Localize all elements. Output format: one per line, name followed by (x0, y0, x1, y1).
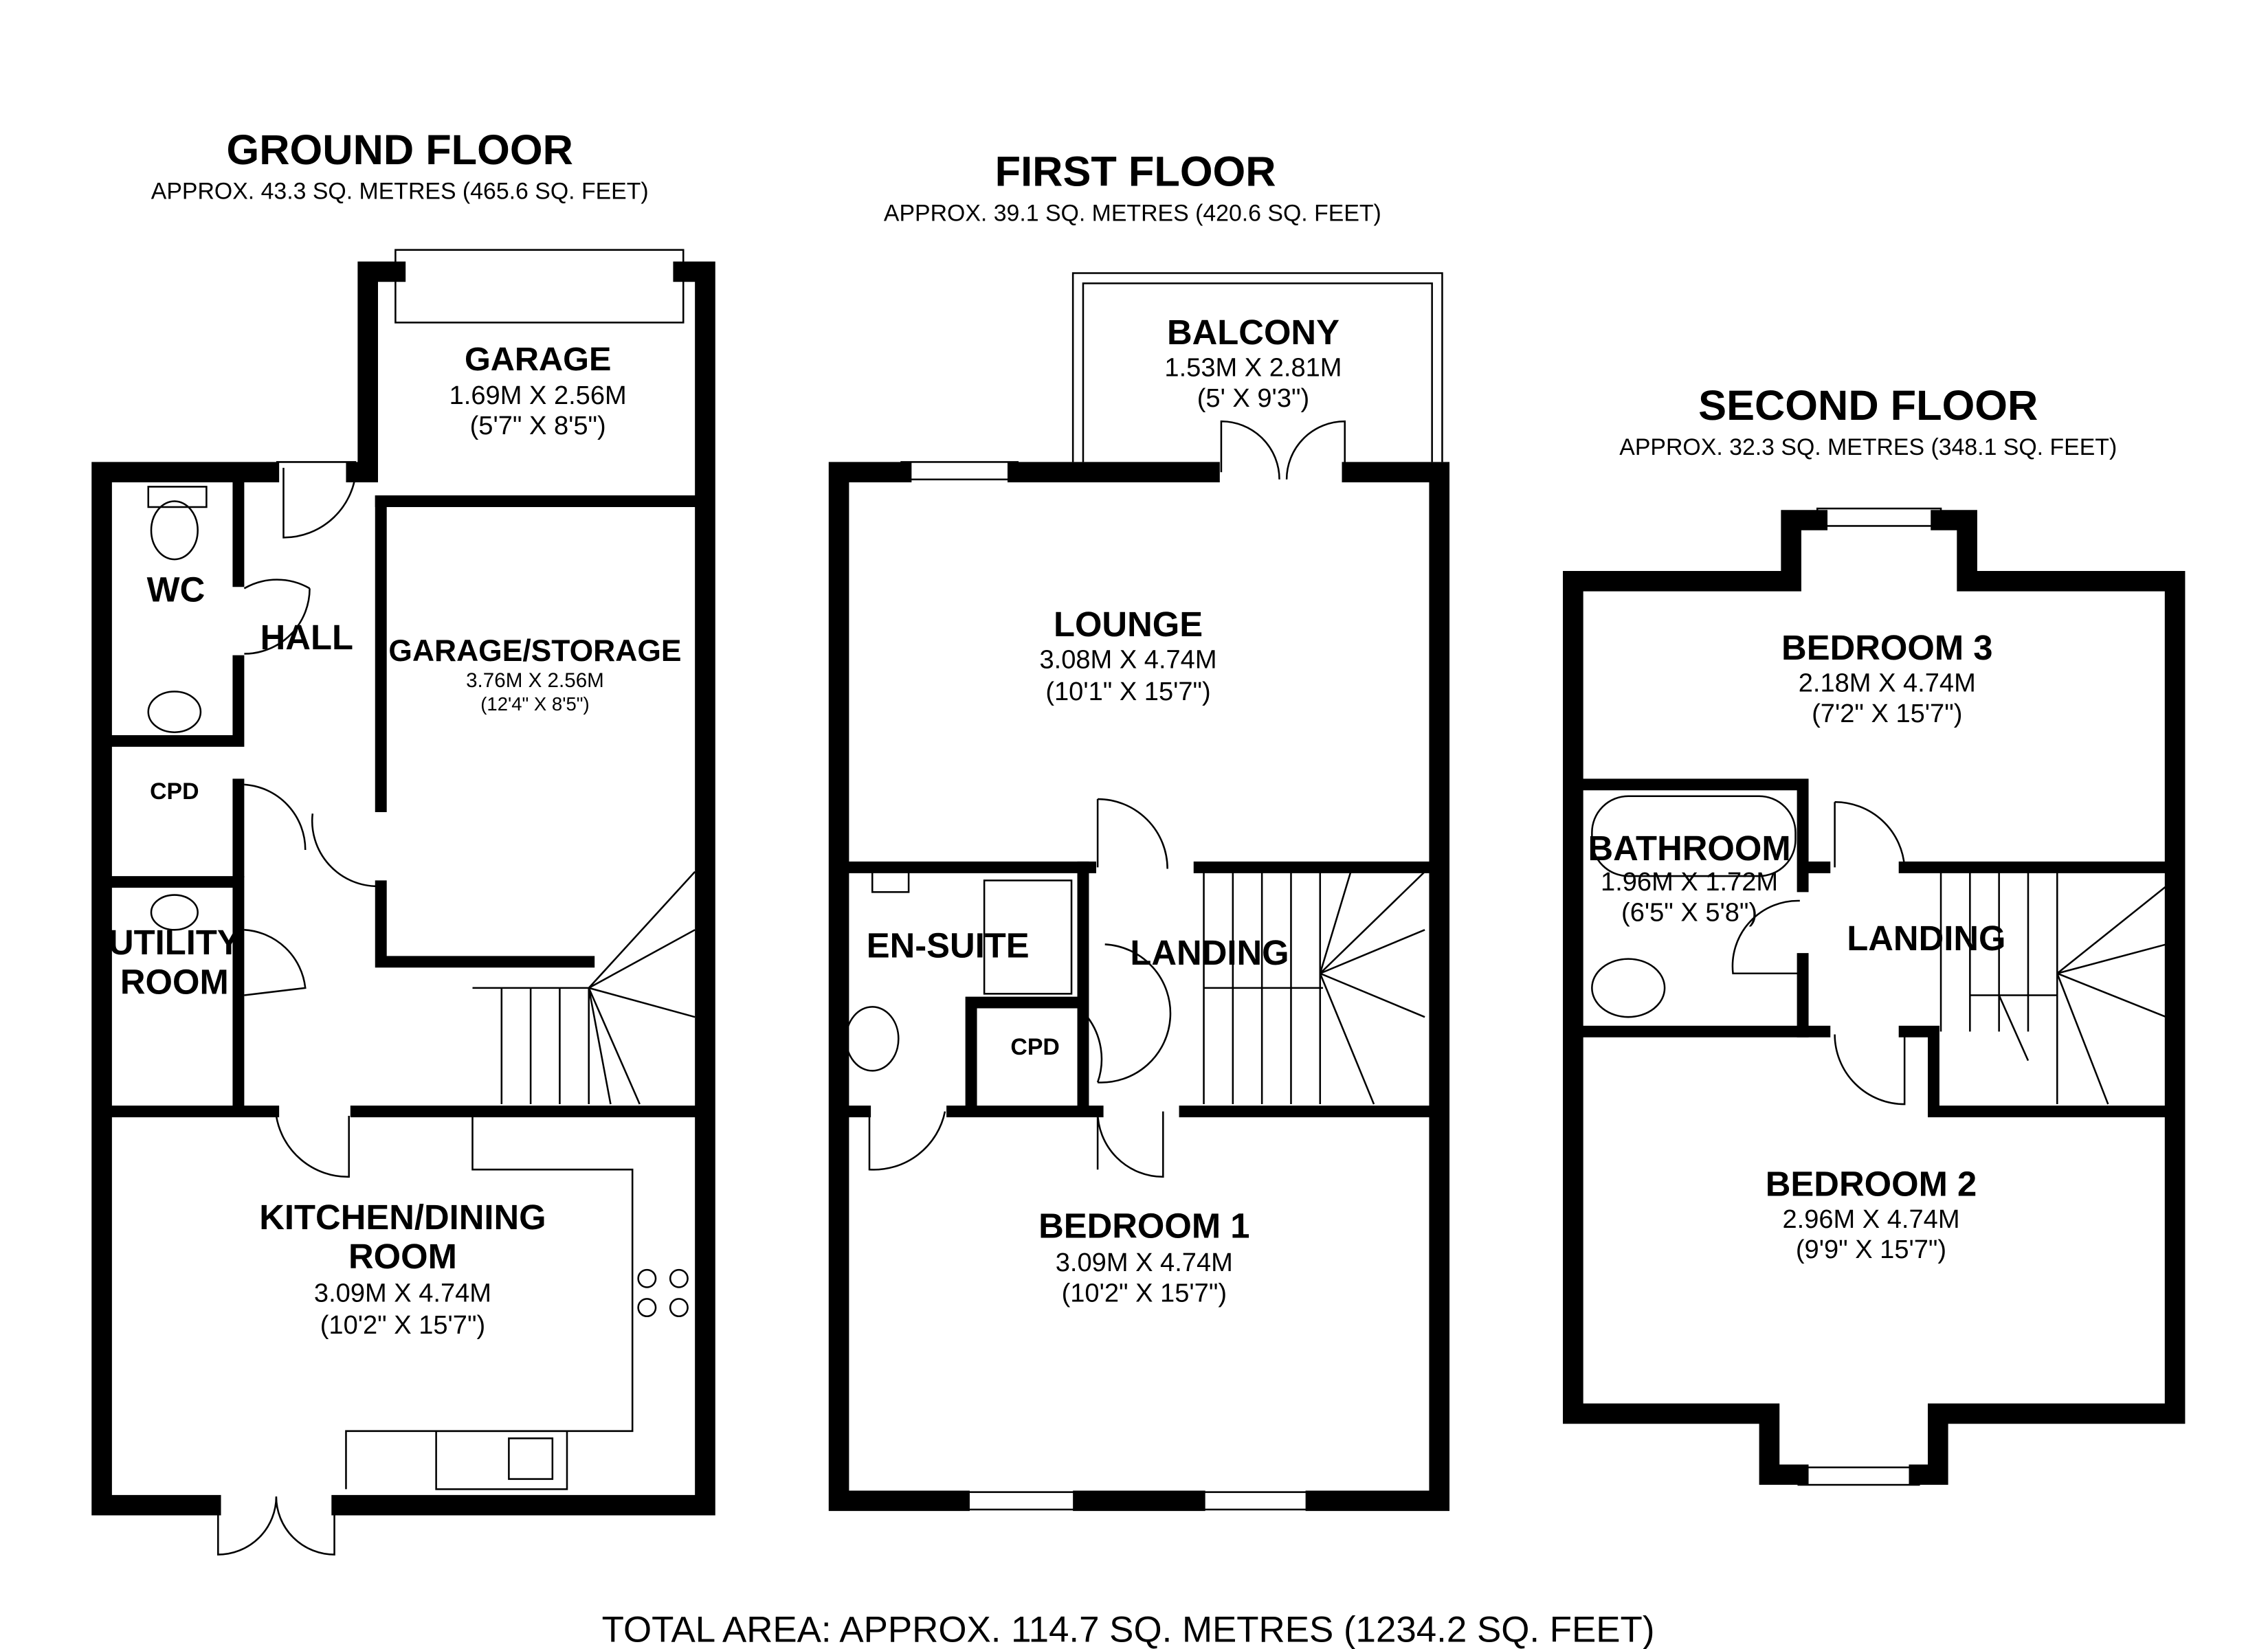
bedroom2-metric: 2.96M X 4.74M (1782, 1205, 1959, 1234)
balcony-metric: 1.53M X 2.81M (1164, 354, 1342, 383)
cpd-label: CPD (1010, 1034, 1059, 1060)
second-floor-plan: SECOND FLOOR APPROX. 32.3 SQ. METRES (34… (1563, 381, 2186, 1486)
ground-floor-plan: GROUND FLOOR APPROX. 43.3 SQ. METRES (46… (91, 126, 715, 1556)
ground-floor-area: APPROX. 43.3 SQ. METRES (465.6 SQ. FEET) (151, 179, 649, 205)
balcony-imperial: (5' X 9'3") (1197, 384, 1309, 413)
second-floor-area: APPROX. 32.3 SQ. METRES (348.1 SQ. FEET) (1619, 434, 2117, 460)
bedroom1-metric: 3.09M X 4.74M (1056, 1248, 1233, 1277)
kitchen-metric: 3.09M X 4.74M (314, 1279, 491, 1308)
total-area: TOTAL AREA: APPROX. 114.7 SQ. METRES (12… (602, 1609, 1655, 1649)
landing-label: LANDING (1130, 933, 1289, 972)
bathroom-label: BATHROOM (1588, 829, 1791, 868)
bedroom3-label: BEDROOM 3 (1781, 628, 1992, 667)
garage-metric: 1.69M X 2.56M (449, 381, 627, 410)
bedroom2-label: BEDROOM 2 (1766, 1164, 1977, 1203)
bathroom-imperial: (6'5" X 5'8") (1621, 899, 1757, 928)
garage-storage-label: GARAGE/STORAGE (388, 634, 681, 668)
bedroom1-imperial: (10'2" X 15'7") (1062, 1279, 1227, 1308)
garage-door (394, 249, 685, 324)
wc-label: WC (147, 570, 205, 609)
kitchen-imperial: (10'2" X 15'7") (320, 1311, 485, 1340)
garage-storage-metric: 3.76M X 2.56M (466, 669, 604, 692)
first-floor-area: APPROX. 39.1 SQ. METRES (420.6 SQ. FEET) (884, 200, 1381, 226)
kitchen-label-2: ROOM (348, 1237, 457, 1276)
first-floor-title: FIRST FLOOR (995, 148, 1276, 195)
kitchen-label-1: KITCHEN/DINING (259, 1198, 546, 1237)
hall-label: HALL (260, 618, 353, 657)
second-floor-title: SECOND FLOOR (1698, 381, 2038, 429)
garage-imperial: (5'7" X 8'5") (470, 412, 606, 440)
cpd-label: CPD (150, 778, 199, 805)
utility-label-1: UTILITY (109, 923, 241, 962)
lounge-metric: 3.08M X 4.74M (1040, 646, 1217, 675)
lounge-imperial: (10'1" X 15'7") (1045, 677, 1210, 706)
ground-floor-title: GROUND FLOOR (227, 126, 573, 173)
bedroom2-imperial: (9'9" X 15'7") (1796, 1235, 1946, 1264)
garage-storage-imperial: (12'4" X 8'5") (480, 693, 589, 715)
bathroom-metric: 1.96M X 1.72M (1601, 868, 1778, 897)
garage-label: GARAGE (465, 341, 611, 378)
lounge-label: LOUNGE (1054, 605, 1203, 644)
bedroom3-metric: 2.18M X 4.74M (1799, 669, 1976, 698)
bedroom3-imperial: (7'2" X 15'7") (1812, 699, 1962, 728)
bedroom1-label: BEDROOM 1 (1038, 1207, 1249, 1246)
en-suite-label: EN-SUITE (867, 926, 1030, 965)
balcony-label: BALCONY (1167, 313, 1339, 352)
utility-label-2: ROOM (120, 962, 229, 1001)
first-floor-plan: FIRST FLOOR APPROX. 39.1 SQ. METRES (420… (828, 148, 1450, 1512)
landing-label: LANDING (1847, 919, 2005, 958)
